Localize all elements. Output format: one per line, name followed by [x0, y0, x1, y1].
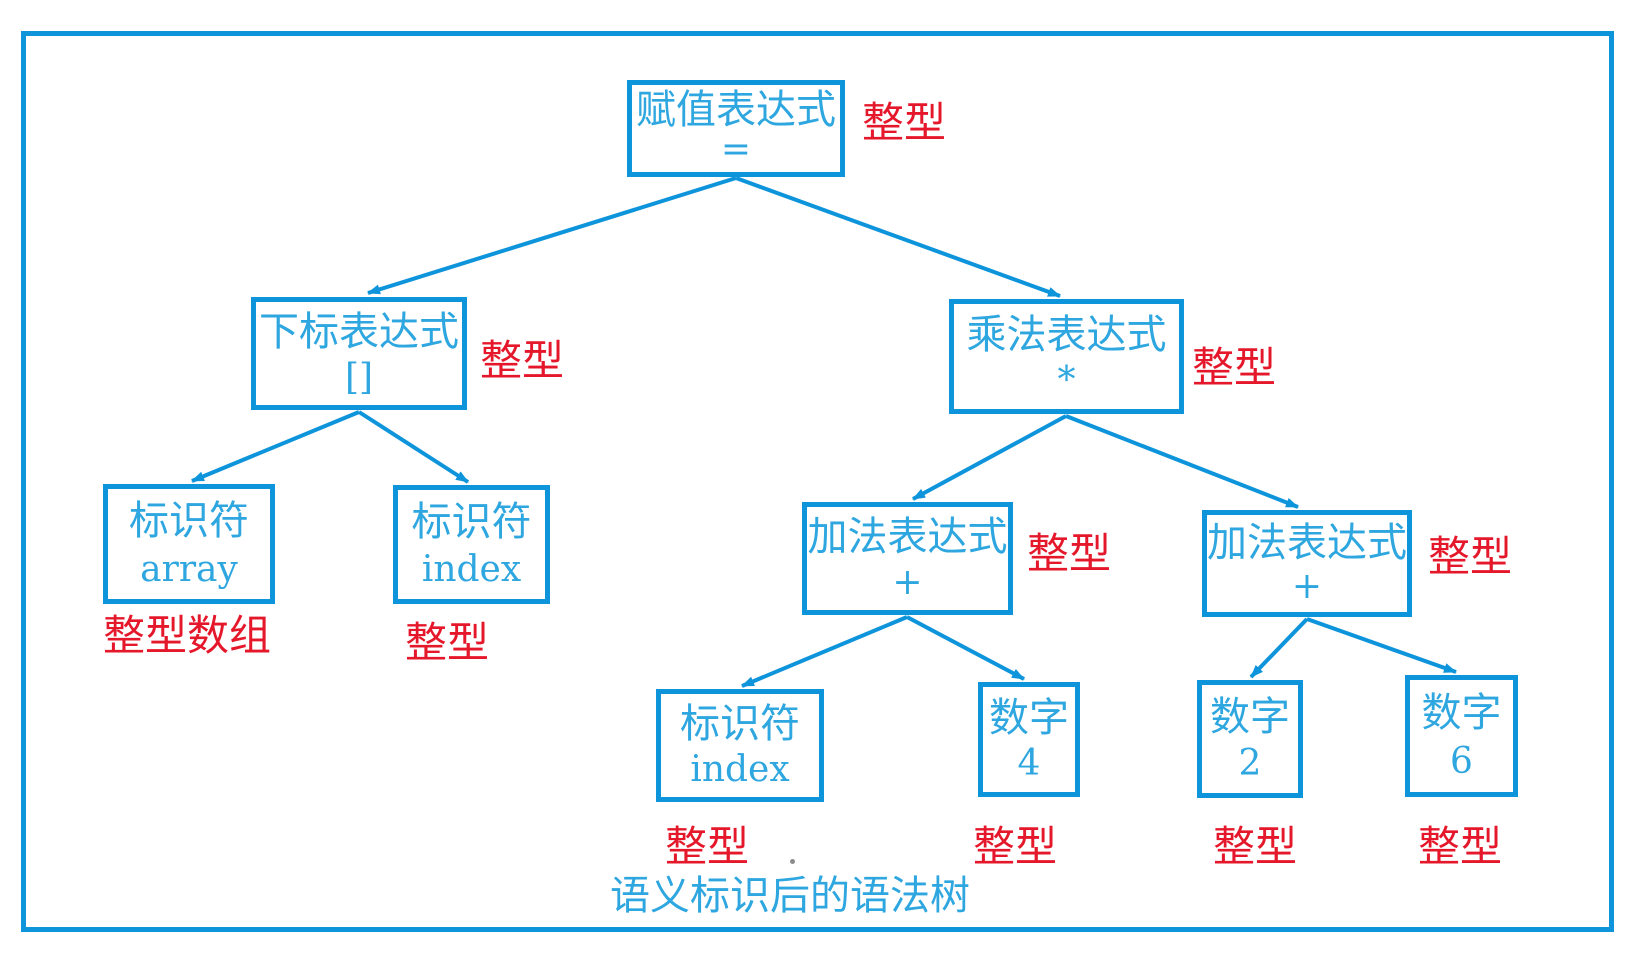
- node-label: 标识符: [680, 701, 800, 747]
- tree-node-number-4: 数字 4: [978, 682, 1080, 797]
- node-label: 标识符: [411, 499, 532, 545]
- type-annotation-identifier-array: 整型数组: [103, 611, 272, 660]
- stray-dot: [790, 859, 795, 864]
- node-label: 数字: [989, 694, 1069, 741]
- node-label: 加法表达式: [1207, 520, 1407, 566]
- tree-node-add-left: 加法表达式 +: [802, 502, 1013, 615]
- type-annotation-identifier-index-right: 整型: [665, 822, 750, 871]
- type-annotation-number-6: 整型: [1418, 822, 1503, 871]
- node-symbol: index: [690, 749, 790, 790]
- node-symbol: index: [421, 549, 522, 590]
- type-annotation-assignment: 整型: [862, 98, 947, 147]
- node-symbol: *: [1057, 360, 1076, 402]
- node-symbol: =: [720, 129, 752, 171]
- tree-node-identifier-index-right: 标识符 index: [656, 689, 824, 802]
- node-label: 标识符: [129, 498, 249, 545]
- node-label: 数字: [1421, 690, 1502, 736]
- outer-border: [21, 31, 1614, 932]
- tree-node-identifier-array: 标识符 array: [103, 484, 275, 604]
- node-symbol: +: [892, 562, 923, 603]
- node-label: 下标表达式: [259, 309, 459, 355]
- type-annotation-subscript: 整型: [480, 336, 565, 385]
- node-symbol: []: [344, 357, 374, 398]
- tree-node-assignment: 赋值表达式 =: [627, 80, 845, 177]
- node-symbol: 2: [1238, 743, 1262, 785]
- tree-node-subscript: 下标表达式 []: [251, 297, 467, 410]
- tree-node-multiply: 乘法表达式 *: [949, 299, 1184, 414]
- tree-node-number-2: 数字 2: [1197, 680, 1303, 798]
- node-label: 加法表达式: [807, 514, 1008, 560]
- type-annotation-identifier-index-left: 整型: [405, 618, 490, 667]
- tree-node-add-right: 加法表达式 +: [1202, 510, 1412, 617]
- node-label: 赋值表达式: [636, 86, 836, 133]
- tree-node-identifier-index-left: 标识符 index: [393, 485, 550, 604]
- type-annotation-number-2: 整型: [1213, 822, 1298, 871]
- node-label: 乘法表达式: [966, 311, 1167, 358]
- node-symbol: +: [1291, 566, 1323, 607]
- tree-node-number-6: 数字 6: [1405, 675, 1518, 797]
- node-symbol: 6: [1450, 741, 1473, 782]
- type-annotation-add-left: 整型: [1027, 529, 1112, 578]
- diagram-caption: 语义标识后的语法树: [610, 873, 970, 919]
- node-symbol: 4: [1017, 743, 1041, 785]
- node-symbol: array: [140, 548, 238, 590]
- type-annotation-number-4: 整型: [973, 822, 1058, 871]
- type-annotation-multiply: 整型: [1192, 343, 1277, 392]
- type-annotation-add-right: 整型: [1428, 532, 1513, 581]
- node-label: 数字: [1210, 693, 1290, 740]
